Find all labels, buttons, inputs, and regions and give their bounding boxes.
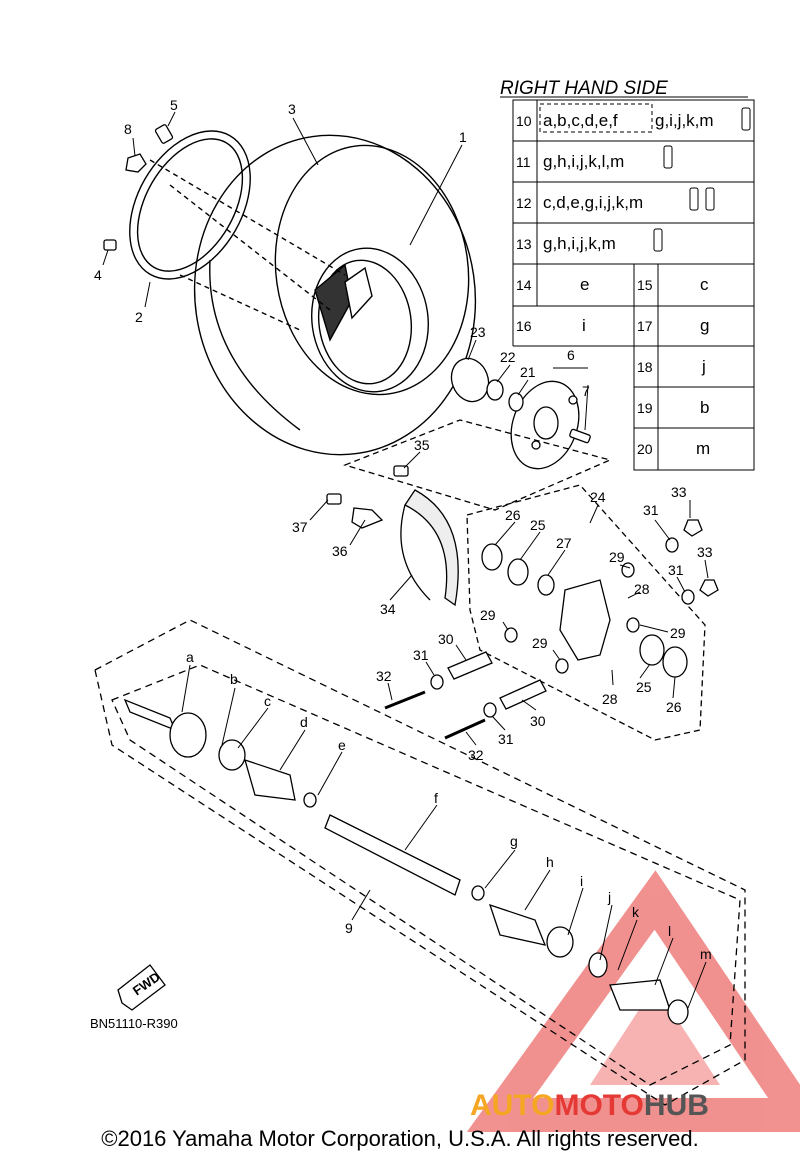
callout-21: 21	[520, 364, 536, 380]
row-17-val: g	[700, 316, 709, 335]
svg-text:AUTOMOTOHUB: AUTOMOTOHUB	[470, 1089, 709, 1122]
row-15-val: c	[700, 275, 709, 294]
callout-h: h	[546, 854, 554, 870]
row-11-num: 11	[516, 154, 531, 170]
hub-assembly	[343, 357, 612, 511]
row-10-text2: g,i,j,k,m	[655, 111, 714, 130]
brake-disc-assembly	[326, 465, 459, 607]
row-13-num: 13	[516, 236, 532, 252]
row-19-val: b	[700, 398, 709, 417]
copyright-notice: ©2016 Yamaha Motor Corporation, U.S.A. A…	[101, 1126, 699, 1151]
callout-24: 24	[590, 489, 606, 505]
diagram-code: BN51110-R390	[90, 1016, 178, 1031]
row-11-text: g,h,i,j,k,l,m	[543, 152, 624, 171]
callout-e: e	[338, 737, 346, 753]
callout-32b: 32	[468, 747, 484, 763]
watermark-logo	[466, 870, 800, 1132]
callout-29a: 29	[609, 549, 625, 565]
callout-c: c	[264, 693, 271, 709]
beadlock-ring	[129, 130, 346, 331]
callout-f: f	[434, 790, 438, 806]
callout-3: 3	[288, 101, 296, 117]
callout-29d: 29	[532, 635, 548, 651]
callout-j: j	[607, 889, 611, 905]
watermark-text: AUTOMOTOHUB	[470, 1089, 709, 1122]
callout-37: 37	[292, 519, 308, 535]
tire-assembly	[193, 134, 477, 456]
callout-30b: 30	[530, 713, 546, 729]
callout-31a: 31	[643, 502, 659, 518]
callout-8: 8	[124, 121, 132, 137]
callout-2: 2	[135, 309, 143, 325]
callout-4: 4	[94, 267, 102, 283]
row-19-num: 19	[637, 400, 653, 416]
callout-g: g	[510, 833, 518, 849]
callout-i: i	[580, 873, 583, 889]
row-15-num: 15	[637, 277, 653, 293]
parts-kit-table: RIGHT HAND SIDE 10 a,b,c,d,e,f g,i,j,k,m…	[500, 78, 755, 471]
callout-29c: 29	[480, 607, 496, 623]
row-13-text: g,h,i,j,k,m	[543, 234, 616, 253]
callout-9: 9	[345, 920, 353, 936]
collars-bolts	[384, 651, 547, 740]
callout-27: 27	[556, 535, 572, 551]
row-17-num: 17	[637, 318, 653, 334]
wm-part1: AUTO	[470, 1089, 554, 1122]
callout-26a: 26	[505, 507, 521, 523]
callout-33b: 33	[697, 544, 713, 560]
callout-26b: 26	[666, 699, 682, 715]
callout-31d: 31	[498, 731, 514, 747]
callout-34: 34	[380, 601, 396, 617]
callout-36: 36	[332, 543, 348, 559]
callout-28b: 28	[602, 691, 618, 707]
callout-25b: 25	[636, 679, 652, 695]
row-10-num: 10	[516, 113, 532, 129]
leader-lines	[102, 111, 709, 1009]
callout-29b: 29	[670, 625, 686, 641]
callout-m: m	[700, 946, 712, 962]
callout-a: a	[186, 649, 194, 665]
grease-tube-icon	[653, 107, 751, 252]
callout-numbers: 1 3 5 8 4 2 23 22 21 6 7 35 37 36 34 24 …	[94, 97, 713, 962]
row-18-num: 18	[637, 359, 653, 375]
row-18-val: j	[701, 357, 706, 376]
callout-33a: 33	[671, 484, 687, 500]
row-16-val: i	[582, 316, 586, 335]
wm-part3: HUB	[644, 1089, 709, 1122]
callout-31b: 31	[668, 562, 684, 578]
row-16-num: 16	[516, 318, 532, 334]
callout-32a: 32	[376, 668, 392, 684]
row-20-val: m	[696, 439, 710, 458]
callout-23: 23	[470, 324, 486, 340]
callout-5: 5	[170, 97, 178, 113]
callout-35: 35	[414, 437, 430, 453]
callout-k: k	[632, 904, 640, 920]
callout-l: l	[668, 923, 671, 939]
row-20-num: 20	[637, 441, 653, 457]
callout-d: d	[300, 714, 308, 730]
callout-1: 1	[459, 129, 467, 145]
row-14-num: 14	[516, 277, 532, 293]
row-10-text: a,b,c,d,e,f	[543, 111, 618, 130]
callout-7: 7	[582, 383, 590, 399]
fwd-arrow-icon: FWD	[117, 964, 166, 1011]
callout-28a: 28	[634, 581, 650, 597]
row-12-text: c,d,e,g,i,j,k,m	[543, 193, 643, 212]
callout-6: 6	[567, 347, 575, 363]
drive-shaft-assembly	[94, 619, 746, 1106]
row-14-val: e	[580, 275, 589, 294]
row-12-num: 12	[516, 195, 532, 211]
callout-25a: 25	[530, 517, 546, 533]
callout-31c: 31	[413, 647, 429, 663]
callout-22: 22	[500, 349, 516, 365]
table-title: RIGHT HAND SIDE	[500, 78, 668, 99]
callout-30a: 30	[438, 631, 454, 647]
wm-part2: MOTO	[554, 1089, 643, 1122]
callout-b: b	[230, 671, 238, 687]
small-hardware-top	[103, 124, 174, 251]
